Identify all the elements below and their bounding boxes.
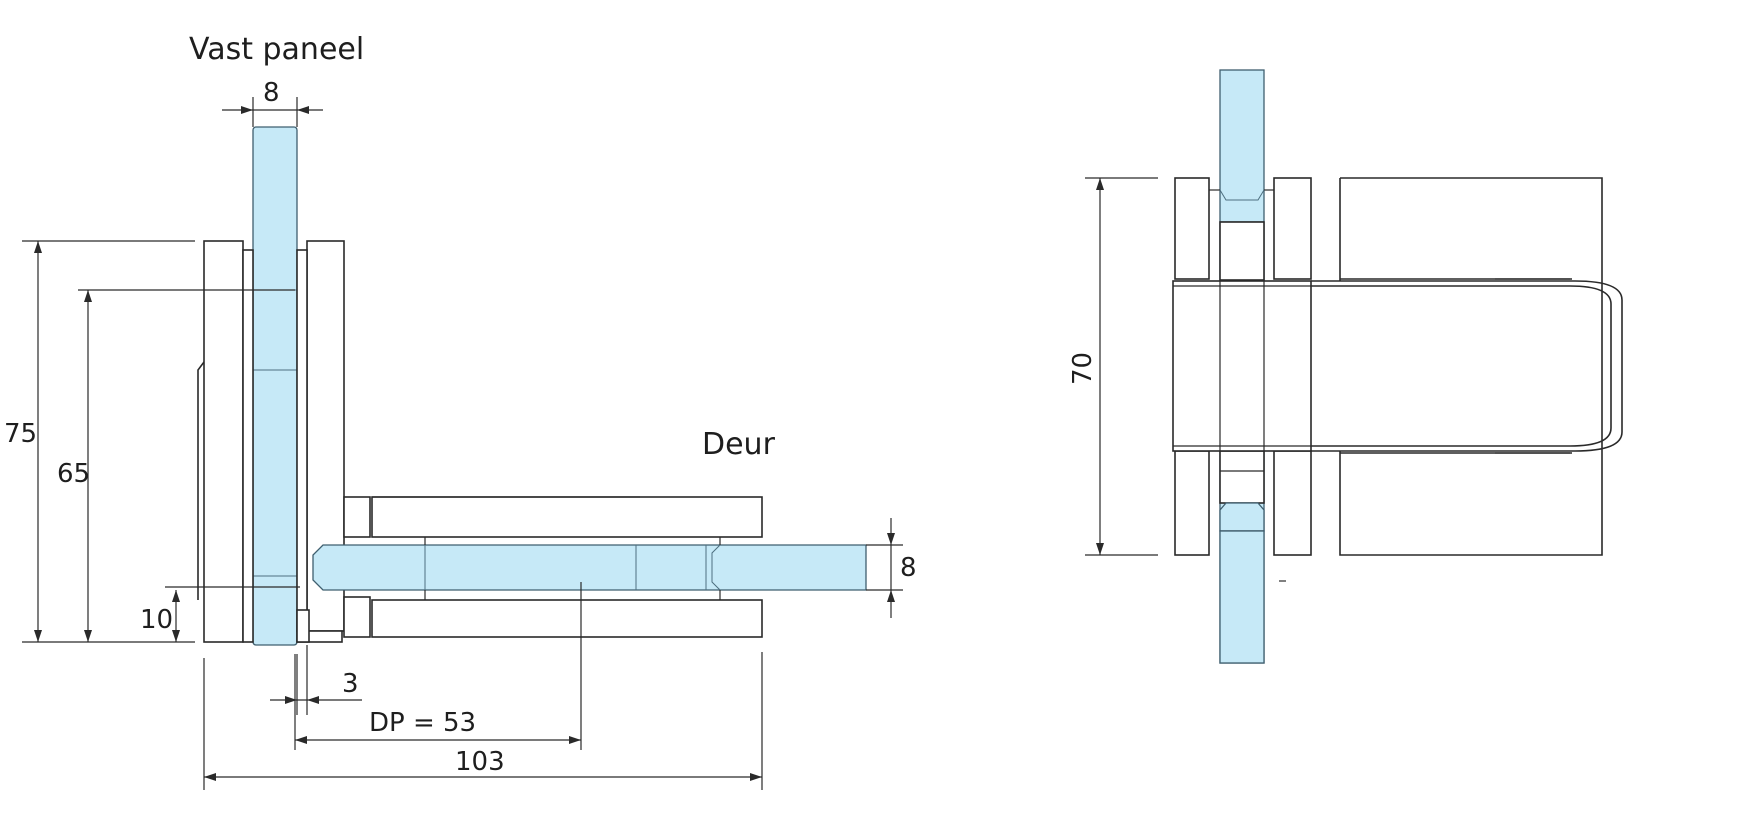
door-glass bbox=[312, 544, 867, 591]
label-fixed-panel: Vast paneel bbox=[189, 32, 364, 67]
left-clamp-plate bbox=[203, 240, 244, 643]
dim-gap: 3 bbox=[342, 669, 359, 699]
dim-pivot-distance: DP = 53 bbox=[369, 708, 476, 738]
dim-door-glass-thickness: 8 bbox=[900, 553, 917, 583]
dim-plate-height: 65 bbox=[57, 459, 90, 489]
front-view: 70 bbox=[1068, 69, 1623, 664]
label-door: Deur bbox=[702, 427, 776, 462]
dim-overall-height: 75 bbox=[4, 419, 37, 449]
dim-fixed-glass-thickness: 8 bbox=[263, 78, 280, 108]
hinge-body bbox=[1172, 280, 1312, 452]
fixed-panel-glass bbox=[252, 126, 298, 646]
door-clamp-upper bbox=[371, 496, 763, 538]
door-clamp-lower bbox=[371, 599, 763, 638]
dim-overall-width: 103 bbox=[455, 747, 505, 777]
door-plate bbox=[1311, 177, 1623, 556]
top-view: 8 75 65 10 3 DP = 53 bbox=[4, 32, 917, 790]
dim-bottom-offset: 10 bbox=[140, 605, 173, 635]
dim-front-height: 70 bbox=[1068, 352, 1098, 385]
